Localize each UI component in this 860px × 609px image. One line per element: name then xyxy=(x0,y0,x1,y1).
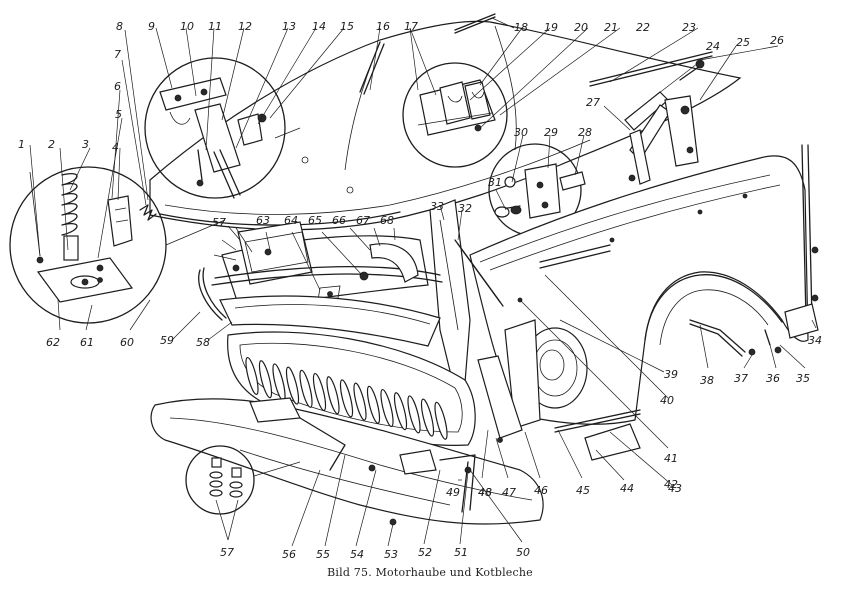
callout-28: 28 xyxy=(578,126,592,139)
grille-slat xyxy=(326,376,340,415)
callout-34: 34 xyxy=(808,334,822,347)
callout-23: 23 xyxy=(682,21,696,34)
callout-26: 26 xyxy=(770,34,784,47)
grille-slat xyxy=(299,369,313,408)
callout-21: 21 xyxy=(604,21,618,34)
callout-41: 41 xyxy=(664,452,678,465)
grille-slat xyxy=(366,385,381,424)
callout-45: 45 xyxy=(576,484,590,497)
callout-24: 24 xyxy=(706,40,720,53)
callout-44: 44 xyxy=(620,482,634,495)
detail-circle-hinge xyxy=(144,57,301,199)
callout-18: 18 xyxy=(514,21,528,34)
callout-12: 12 xyxy=(238,20,252,33)
callout-62: 62 xyxy=(46,336,60,349)
hood-hinge-right xyxy=(624,59,705,185)
callout-65: 65 xyxy=(308,214,322,227)
callout-36: 36 xyxy=(766,372,780,385)
inner-apron xyxy=(429,199,611,439)
grille-slat xyxy=(380,388,394,428)
callout-4: 4 xyxy=(112,141,119,154)
callout-32: 32 xyxy=(458,202,472,215)
callout-53: 53 xyxy=(384,548,398,561)
fender-brace xyxy=(689,144,819,357)
callout-27: 27 xyxy=(586,96,600,109)
callout-3: 3 xyxy=(82,138,89,151)
callout-64: 64 xyxy=(284,214,298,227)
callout-38: 38 xyxy=(700,374,714,387)
grille-slat xyxy=(420,398,435,437)
callout-39: 39 xyxy=(664,368,678,381)
callout-47: 47 xyxy=(502,486,516,499)
leader-lines xyxy=(29,17,817,547)
callout-48: 48 xyxy=(478,486,492,499)
lower-apron xyxy=(150,397,544,526)
callout-10: 10 xyxy=(180,20,194,33)
callout-22: 22 xyxy=(636,21,650,34)
callout-61: 61 xyxy=(80,336,94,349)
callout-7: 7 xyxy=(114,48,121,61)
grille-slat xyxy=(258,360,273,399)
callout-55: 55 xyxy=(316,548,330,561)
callout-37: 37 xyxy=(734,372,748,385)
callout-6: 6 xyxy=(114,80,121,93)
callout-15: 15 xyxy=(340,20,354,33)
grille-slat xyxy=(407,395,421,434)
grille-slat xyxy=(312,372,327,412)
grille-slat xyxy=(353,382,367,421)
callout-49: 49 xyxy=(446,486,460,499)
callout-51: 51 xyxy=(454,546,468,559)
callout-63: 63 xyxy=(256,214,270,227)
callout-11: 11 xyxy=(208,20,222,33)
figure-caption: Bild 75. Motorhaube und Kotbleche xyxy=(327,566,533,579)
callout-60: 60 xyxy=(120,336,134,349)
grille-slat xyxy=(434,401,448,440)
callout-57: 57 xyxy=(220,546,234,559)
callout-50: 50 xyxy=(516,546,530,559)
callout-13: 13 xyxy=(282,20,296,33)
front-grille xyxy=(227,331,476,446)
callout-58: 58 xyxy=(196,336,210,349)
callout-8: 8 xyxy=(116,20,123,33)
callout-33: 33 xyxy=(430,200,444,213)
callout-35: 35 xyxy=(796,372,810,385)
callout-68: 68 xyxy=(380,214,394,227)
callout-20: 20 xyxy=(574,21,588,34)
callout-67: 67 xyxy=(356,214,370,227)
callout-66: 66 xyxy=(332,214,346,227)
callout-17: 17 xyxy=(404,20,418,33)
callout-5: 5 xyxy=(115,108,122,121)
callout-46: 46 xyxy=(534,484,548,497)
callout-48: 48 xyxy=(478,486,492,499)
callout-40: 40 xyxy=(660,394,674,407)
callout-9: 9 xyxy=(148,20,155,33)
callout-16: 16 xyxy=(376,20,390,33)
detail-circle-lock xyxy=(9,166,226,324)
callout-54: 54 xyxy=(350,548,364,561)
cowl-assembly xyxy=(198,221,443,347)
grille-slat xyxy=(285,366,300,405)
callout-31: 31 xyxy=(488,176,502,189)
callout-42: 42 xyxy=(664,478,678,491)
right-fender xyxy=(469,155,809,461)
callout-52: 52 xyxy=(418,546,432,559)
callout-56: 56 xyxy=(282,548,296,561)
callout-29: 29 xyxy=(544,126,558,139)
detail-circle-latch xyxy=(402,62,508,168)
grille-slat xyxy=(339,379,354,418)
callout-43: 43 xyxy=(668,482,682,495)
callout-19: 19 xyxy=(544,21,558,34)
callout-59: 59 xyxy=(160,334,174,347)
callout-25: 25 xyxy=(736,36,750,49)
callout-57: 57 xyxy=(212,216,226,229)
callout-30: 30 xyxy=(514,126,528,139)
grille-slat xyxy=(393,392,408,431)
callout-2: 2 xyxy=(48,138,55,151)
grille-slat xyxy=(245,356,259,396)
callout-1: 1 xyxy=(18,138,25,151)
callout-14: 14 xyxy=(312,20,326,33)
